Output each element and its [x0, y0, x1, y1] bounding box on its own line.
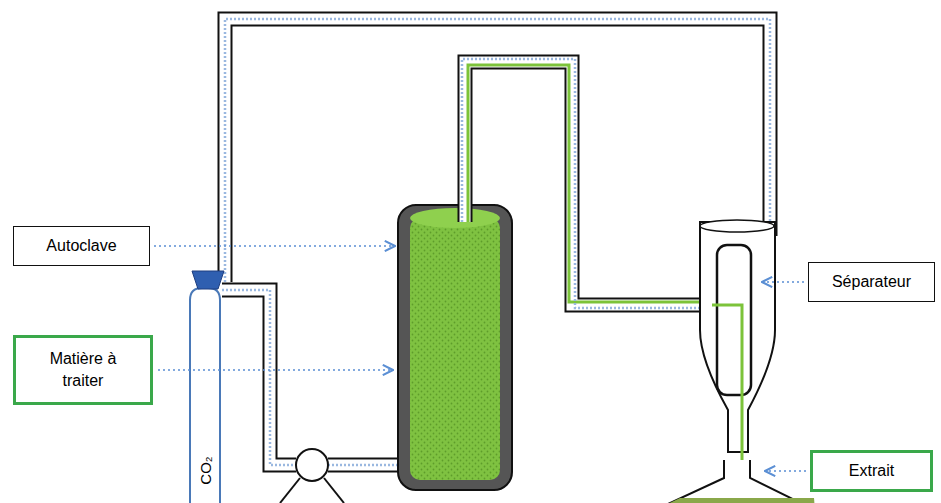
input-label: Matière à traiter [13, 335, 153, 405]
output-label: Extrait [810, 450, 933, 492]
label-text: Matière à traiter [28, 348, 138, 391]
extract-pipe [462, 59, 712, 308]
label-text: Autoclave [46, 235, 116, 257]
separator-vessel [700, 220, 775, 500]
leader-arrows [154, 246, 806, 471]
label-text: Séparateur [832, 271, 911, 293]
gas-label: CO₂ [196, 456, 213, 484]
extract-flask [655, 460, 815, 503]
pump-symbol [280, 449, 344, 503]
co2-cylinder [190, 271, 224, 503]
label-text: Extrait [849, 460, 894, 482]
autoclave-vessel [398, 205, 512, 490]
part-label: Séparateur [808, 262, 935, 302]
part-label: Autoclave [13, 226, 150, 266]
